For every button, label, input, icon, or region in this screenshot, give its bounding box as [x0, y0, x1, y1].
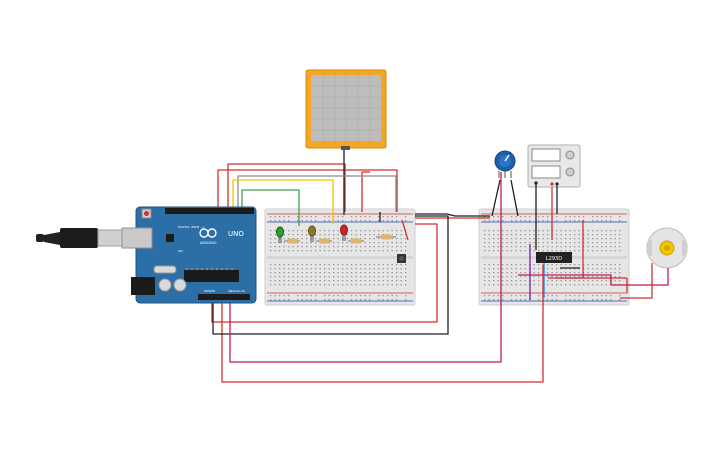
dc-motor[interactable]	[646, 227, 688, 269]
digital-header	[165, 208, 254, 214]
arduino-logo-text: UNO	[228, 230, 244, 238]
power-supply[interactable]	[527, 144, 581, 188]
resistor-1[interactable]	[284, 238, 300, 244]
resistor-3[interactable]	[348, 238, 364, 244]
usb-cable	[36, 228, 123, 248]
digital-header-text: DIGITAL (PWM ~)	[178, 225, 204, 229]
capacitor-1	[158, 278, 172, 292]
led-green[interactable]	[276, 226, 284, 243]
resistor-4[interactable]	[376, 234, 396, 240]
capacitor-2	[173, 278, 187, 292]
atmega-chip	[184, 270, 239, 282]
potentiometer[interactable]	[494, 150, 516, 178]
led-red[interactable]	[340, 224, 348, 241]
motor-driver-chip[interactable]: L293D	[536, 252, 572, 263]
usb-port	[121, 227, 153, 249]
pushbutton[interactable]	[397, 254, 406, 263]
on-led-text: ON	[178, 249, 183, 253]
power-analog-header	[198, 294, 250, 300]
usb-chip	[166, 234, 174, 242]
lcd-display[interactable]	[305, 69, 387, 150]
power-header-text: POWER	[204, 289, 215, 293]
analog-header-text: ANALOG IN	[228, 289, 245, 293]
chip-label: L293D	[546, 256, 562, 262]
led-olive[interactable]	[308, 225, 316, 242]
arduino-uno[interactable]: UNO ARDUINO DIGITAL (PWM ~) POWER ANALOG…	[121, 206, 257, 304]
resistor-2[interactable]	[316, 238, 332, 244]
breadboard-left[interactable]	[264, 208, 416, 306]
arduino-brand-text: ARDUINO	[200, 241, 217, 245]
crystal	[153, 265, 177, 274]
wires	[211, 150, 669, 383]
power-jack	[131, 277, 155, 295]
